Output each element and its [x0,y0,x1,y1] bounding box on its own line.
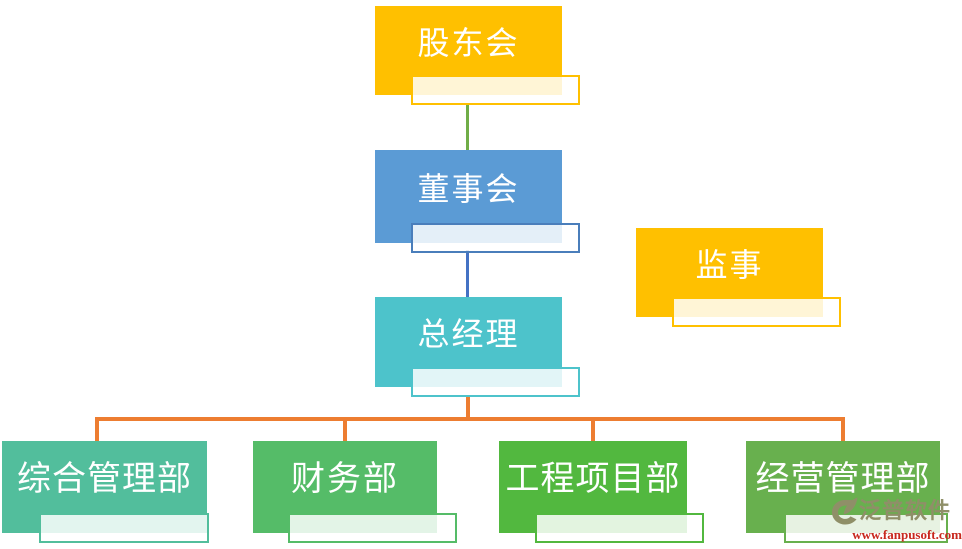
connector-drop-engineering [591,417,595,442]
fanpu-logo-icon [830,496,858,526]
org-node-operations-mgmt-dept[interactable]: 经营管理部 [746,441,948,543]
org-node-finance-dept[interactable]: 财务部 [253,441,457,543]
connector-departments-bus [95,417,845,421]
org-node-general-manager[interactable]: 总经理 [375,297,580,397]
node-tab-shareholders-meeting [411,75,580,105]
node-label-general-manager: 总经理 [417,316,520,352]
node-label-general-admin-dept: 综合管理部 [17,460,192,498]
node-tab-operations-mgmt-dept [784,513,948,543]
connector-drop-general-admin [95,417,99,442]
node-label-operations-mgmt-dept: 经营管理部 [755,460,931,498]
node-label-supervisor: 监事 [695,246,764,283]
connector-shareholders-board [466,104,469,151]
node-label-board-of-directors: 董事会 [417,170,520,207]
org-node-engineering-project-dept[interactable]: 工程项目部 [499,441,704,543]
watermark-brand-text: 泛普软件 [859,498,952,523]
watermark: 泛普软件 www.fanpusoft.com [830,496,962,541]
org-node-supervisor[interactable]: 监事 [636,228,841,327]
node-tab-board-of-directors [411,223,580,253]
node-tab-engineering-project-dept [535,513,704,543]
org-node-board-of-directors[interactable]: 董事会 [375,150,580,253]
watermark-url-text: www.fanpusoft.com [852,527,962,542]
connector-board-gm [466,250,469,298]
node-tab-supervisor [672,297,841,327]
node-tab-finance-dept [288,513,457,543]
node-label-engineering-project-dept: 工程项目部 [505,460,681,498]
node-tab-general-manager [411,367,580,397]
connector-gm-riser [466,395,470,421]
connector-drop-operations [841,417,845,442]
node-label-shareholders-meeting: 股东会 [417,24,520,61]
org-node-shareholders-meeting[interactable]: 股东会 [375,6,580,105]
node-tab-general-admin-dept [39,513,209,543]
connector-drop-finance [343,417,347,442]
org-node-general-admin-dept[interactable]: 综合管理部 [2,441,209,543]
node-label-finance-dept: 财务部 [291,460,399,498]
